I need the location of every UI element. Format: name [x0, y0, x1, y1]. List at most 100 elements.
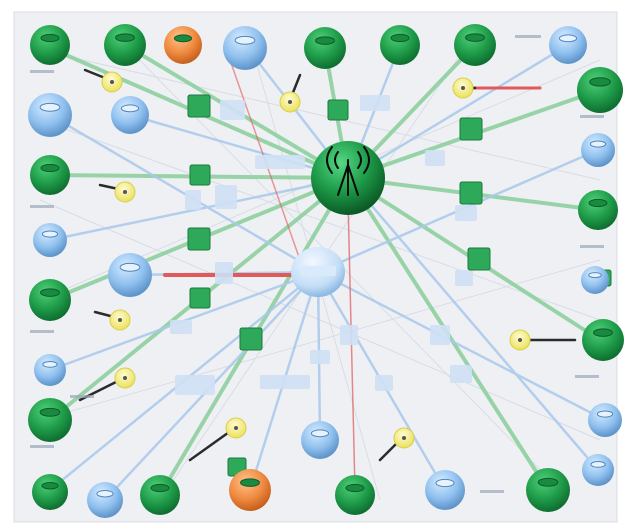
node-top-8[interactable] [549, 26, 587, 64]
badge-dot [110, 80, 114, 84]
nodes-layer [28, 24, 624, 518]
router-icon [41, 230, 59, 238]
diagram-border [13, 11, 618, 523]
blue-node-shape [108, 253, 152, 297]
router-icon [115, 33, 135, 42]
blue-node-shape [549, 26, 587, 64]
badge-dot [118, 318, 122, 322]
switch-icon [459, 181, 483, 205]
badge-dot [123, 376, 127, 380]
router-icon [593, 328, 613, 337]
node-top-4[interactable] [223, 26, 267, 70]
badge-dot [518, 338, 522, 342]
router-icon [596, 410, 614, 418]
green-node-shape [28, 398, 72, 442]
green-node-shape [335, 475, 375, 515]
green-node-shape [304, 27, 346, 69]
node-bottom-6[interactable] [335, 475, 375, 515]
badge-dot [123, 190, 127, 194]
blue-node-shape [588, 403, 622, 437]
central-hub-node[interactable] [311, 141, 385, 215]
green-node-shape [30, 25, 70, 65]
node-top-2[interactable] [104, 24, 146, 66]
router-icon [150, 483, 170, 493]
node-inner-left[interactable] [108, 253, 152, 297]
secondary-hub-node[interactable] [291, 247, 345, 297]
green-node-shape [104, 24, 146, 66]
router-icon [345, 483, 365, 493]
blue-node-shape [223, 26, 267, 70]
node-left-6[interactable] [28, 398, 72, 442]
router-icon [465, 33, 485, 42]
orange-node-shape [164, 26, 202, 64]
switch-icon [239, 327, 263, 351]
node-bottom-8[interactable] [526, 468, 570, 512]
node-top-6[interactable] [380, 25, 420, 65]
node-caption-marks [30, 35, 604, 493]
router-icon [120, 104, 140, 113]
node-bottom-5[interactable] [301, 421, 339, 459]
node-left-2[interactable] [30, 155, 70, 195]
node-top-7[interactable] [454, 24, 496, 66]
router-icon [40, 163, 60, 173]
router-icon [240, 478, 260, 487]
node-bottom-1[interactable] [32, 474, 68, 510]
router-icon [390, 33, 410, 43]
badges-layer [101, 71, 531, 449]
router-icon [41, 481, 59, 490]
node-left-5[interactable] [34, 354, 66, 386]
switch-icon [189, 287, 211, 309]
router-icon [40, 33, 60, 43]
blue-node-shape [28, 93, 72, 137]
node-right-7[interactable] [582, 454, 614, 486]
router-icon [119, 262, 141, 272]
node-left-1[interactable] [28, 93, 72, 137]
node-right-1[interactable] [577, 67, 623, 113]
blue-node-shape [301, 421, 339, 459]
blue-node-shape [33, 223, 67, 257]
router-icon [42, 361, 58, 368]
node-top-1[interactable] [30, 25, 70, 65]
node-top-5[interactable] [304, 27, 346, 69]
router-icon [96, 489, 114, 498]
router-icon [589, 140, 607, 148]
router-icon [315, 36, 335, 45]
node-left-3[interactable] [33, 223, 67, 257]
badge-dot [288, 100, 292, 104]
router-icon [39, 102, 61, 112]
node-bottom-3[interactable] [140, 475, 180, 515]
green-node-shape [578, 190, 618, 230]
node-bottom-4[interactable] [229, 469, 271, 511]
router-icon [537, 477, 559, 487]
green-node-shape [526, 468, 570, 512]
node-bottom-2[interactable] [87, 482, 123, 518]
node-top-3[interactable] [164, 26, 202, 64]
router-icon [310, 429, 330, 438]
label-boxes [170, 95, 477, 395]
green-node-shape [577, 67, 623, 113]
node-left-4[interactable] [29, 279, 71, 321]
switch-icon [467, 247, 491, 271]
node-inner-1[interactable] [111, 96, 149, 134]
node-right-3[interactable] [578, 190, 618, 230]
blue-node-shape [111, 96, 149, 134]
green-node-shape [140, 475, 180, 515]
node-right-6[interactable] [588, 403, 622, 437]
wifi-tower-icon [326, 146, 370, 196]
router-icon [589, 77, 611, 87]
switch-icon [459, 117, 483, 141]
router-icon [588, 198, 608, 208]
green-node-shape [30, 155, 70, 195]
green-node-shape [454, 24, 496, 66]
blue-node-shape [34, 354, 66, 386]
green-node-shape [380, 25, 420, 65]
blue-node-shape [425, 470, 465, 510]
blue-node-shape [581, 133, 615, 167]
node-right-2[interactable] [581, 133, 615, 167]
node-right-5[interactable] [582, 319, 624, 361]
node-bottom-7[interactable] [425, 470, 465, 510]
router-icon [588, 272, 602, 279]
switch-icon [187, 227, 211, 251]
badge-dot [461, 86, 465, 90]
node-right-4[interactable] [581, 266, 609, 294]
